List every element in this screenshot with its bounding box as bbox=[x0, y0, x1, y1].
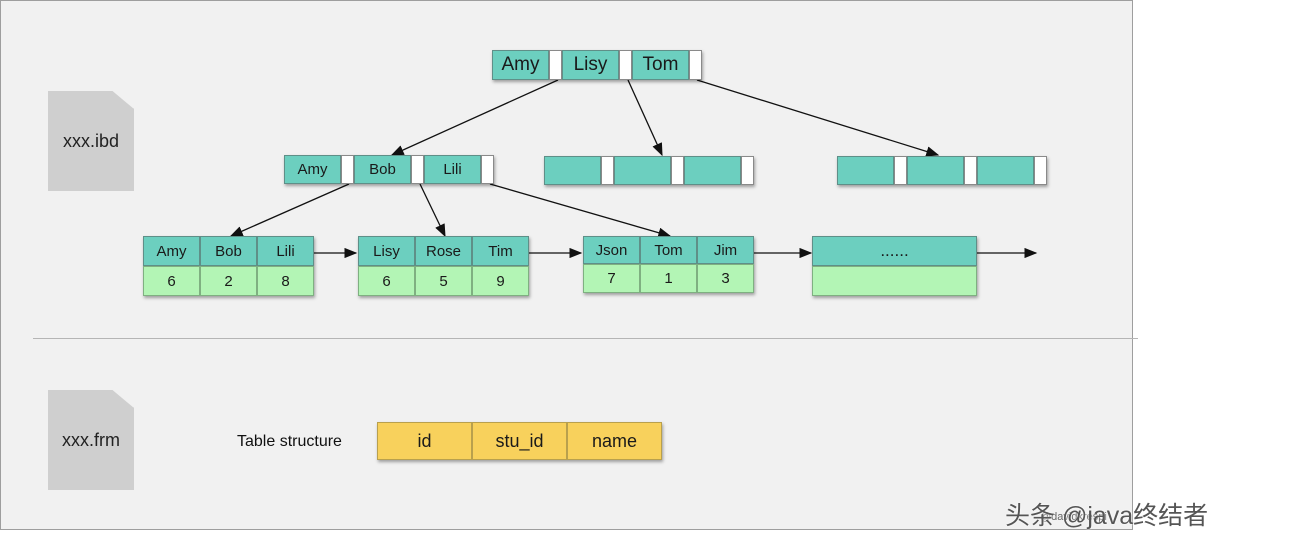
root-pointer-3 bbox=[689, 50, 702, 80]
arrow-root-to-middle bbox=[627, 79, 663, 157]
leaf2-key-3: Tim bbox=[472, 236, 529, 266]
ibd-file-icon bbox=[48, 91, 134, 191]
internal-pointer-2 bbox=[411, 155, 424, 184]
root-key-1: Amy bbox=[492, 50, 549, 80]
leaf3-value-1: 7 bbox=[583, 264, 640, 293]
internal-middle-pointer-2 bbox=[671, 156, 684, 185]
leaf3-key-2: Tom bbox=[640, 236, 697, 264]
root-key-2: Lisy bbox=[562, 50, 619, 80]
leaf3-value-3: 3 bbox=[697, 264, 754, 293]
internal-pointer-3 bbox=[481, 155, 494, 184]
root-key-3: Tom bbox=[632, 50, 689, 80]
leaf1-value-3: 8 bbox=[257, 266, 314, 296]
leaf-node-3: Json Tom Jim 7 1 3 bbox=[583, 236, 754, 293]
internal-right-pointer-3 bbox=[1034, 156, 1047, 185]
frm-file-icon bbox=[48, 390, 134, 490]
internal-middle-key-3 bbox=[684, 156, 741, 185]
internal-right-pointer-1 bbox=[894, 156, 907, 185]
leaf2-value-1: 6 bbox=[358, 266, 415, 296]
internal-middle-key-1 bbox=[544, 156, 601, 185]
arrow-node-to-leaf2 bbox=[419, 183, 446, 238]
site-watermark: 头条 @java终结者 bbox=[1005, 502, 1209, 530]
leaf-ellipsis-value bbox=[812, 266, 977, 296]
leaf1-value-1: 6 bbox=[143, 266, 200, 296]
column-name: name bbox=[567, 422, 662, 460]
table-structure-columns: id stu_id name bbox=[377, 422, 662, 460]
leaf3-value-2: 1 bbox=[640, 264, 697, 293]
internal-node-left: Amy Bob Lili bbox=[284, 155, 494, 184]
leaf3-key-1: Json bbox=[583, 236, 640, 264]
leaf2-key-2: Rose bbox=[415, 236, 472, 266]
root-pointer-2 bbox=[619, 50, 632, 80]
internal-pointer-1 bbox=[341, 155, 354, 184]
internal-right-key-3 bbox=[977, 156, 1034, 185]
column-stu-id: stu_id bbox=[472, 422, 567, 460]
root-pointer-1 bbox=[549, 50, 562, 80]
arrow-node-to-leaf3 bbox=[489, 183, 672, 238]
leaf-ellipsis-key: ...... bbox=[812, 236, 977, 266]
ibd-file-label: xxx.ibd bbox=[62, 131, 120, 151]
leaf2-value-2: 5 bbox=[415, 266, 472, 296]
table-structure-label: Table structure bbox=[237, 433, 342, 450]
leaf-node-1: Amy Bob Lili 6 2 8 bbox=[143, 236, 314, 296]
arrow-root-to-right bbox=[696, 79, 940, 157]
frm-file-label: xxx.frm bbox=[62, 430, 120, 450]
root-node: Amy Lisy Tom bbox=[492, 50, 702, 80]
leaf-node-ellipsis: ...... bbox=[812, 236, 977, 296]
internal-key-3: Lili bbox=[424, 155, 481, 184]
section-divider bbox=[33, 338, 1138, 339]
leaf3-key-3: Jim bbox=[697, 236, 754, 264]
leaf-node-2: Lisy Rose Tim 6 5 9 bbox=[358, 236, 529, 296]
leaf1-key-3: Lili bbox=[257, 236, 314, 266]
author-watermark: @davidkrespi bbox=[1040, 511, 1107, 523]
internal-middle-pointer-3 bbox=[741, 156, 754, 185]
leaf1-value-2: 2 bbox=[200, 266, 257, 296]
leaf1-key-1: Amy bbox=[143, 236, 200, 266]
internal-right-key-1 bbox=[837, 156, 894, 185]
leaf2-value-3: 9 bbox=[472, 266, 529, 296]
internal-key-1: Amy bbox=[284, 155, 341, 184]
column-id: id bbox=[377, 422, 472, 460]
arrow-root-to-left bbox=[390, 79, 559, 156]
internal-right-key-2 bbox=[907, 156, 964, 185]
internal-right-pointer-2 bbox=[964, 156, 977, 185]
leaf1-key-2: Bob bbox=[200, 236, 257, 266]
internal-middle-key-2 bbox=[614, 156, 671, 185]
leaf2-key-1: Lisy bbox=[358, 236, 415, 266]
internal-middle-pointer-1 bbox=[601, 156, 614, 185]
internal-key-2: Bob bbox=[354, 155, 411, 184]
arrow-node-to-leaf1 bbox=[229, 183, 350, 237]
internal-node-right bbox=[837, 156, 1047, 185]
internal-node-middle bbox=[544, 156, 754, 185]
